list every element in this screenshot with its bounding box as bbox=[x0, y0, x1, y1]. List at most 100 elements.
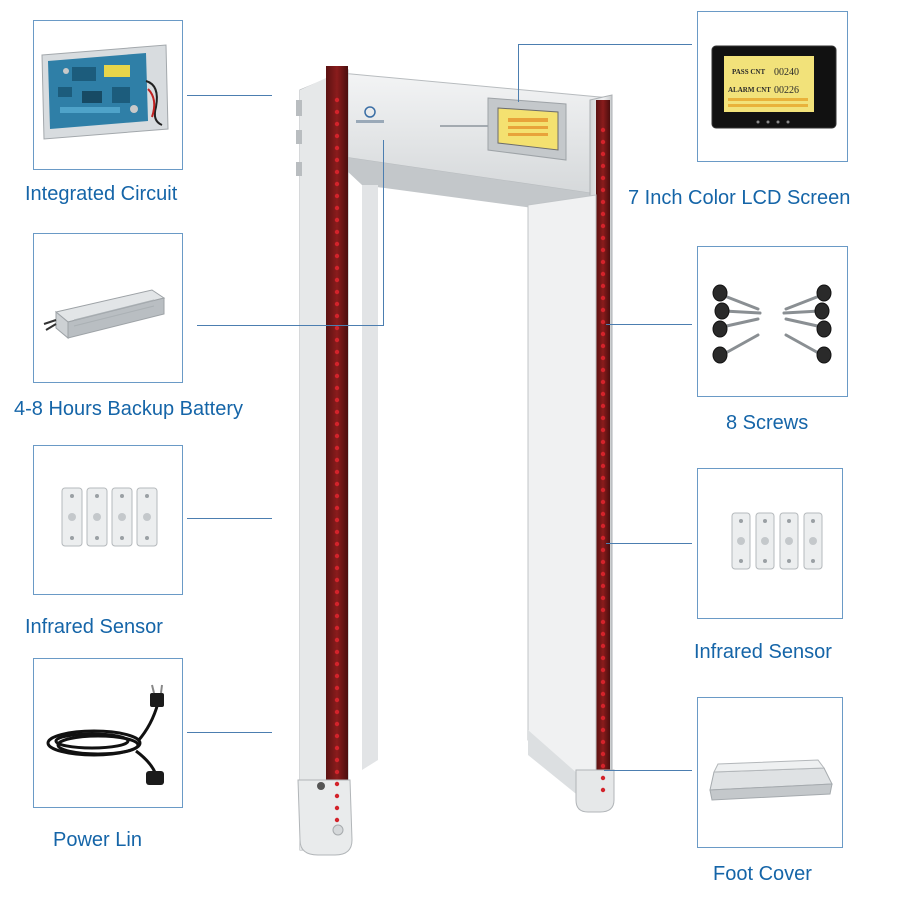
led-dot bbox=[600, 223, 606, 229]
led-dot bbox=[334, 193, 340, 199]
screws-panel bbox=[697, 246, 848, 397]
led-dot bbox=[334, 421, 340, 427]
led-dot bbox=[334, 493, 340, 499]
led-dot bbox=[334, 277, 340, 283]
led-dot bbox=[600, 283, 606, 289]
led-dot bbox=[334, 361, 340, 367]
led-dot bbox=[600, 607, 606, 613]
led-dot bbox=[600, 235, 606, 241]
led-dot bbox=[334, 769, 340, 775]
led-dot bbox=[600, 559, 606, 565]
infrared-sensor-panel-right bbox=[697, 468, 843, 619]
led-dot bbox=[334, 697, 340, 703]
led-dot bbox=[600, 775, 606, 781]
power-line-label: Power Lin bbox=[53, 829, 142, 851]
led-dot bbox=[334, 637, 340, 643]
led-dot bbox=[334, 793, 340, 799]
led-dot bbox=[334, 565, 340, 571]
led-dot bbox=[334, 169, 340, 175]
power-line-panel bbox=[33, 658, 183, 808]
led-dot bbox=[600, 343, 606, 349]
led-dot bbox=[334, 229, 340, 235]
led-dot bbox=[600, 391, 606, 397]
led-dot bbox=[600, 463, 606, 469]
led-dot bbox=[600, 127, 606, 133]
led-dot bbox=[334, 721, 340, 727]
infrared-sensor-icon bbox=[61, 487, 158, 547]
led-dot bbox=[334, 541, 340, 547]
circuit-board-icon bbox=[41, 44, 169, 140]
power-cord-icon bbox=[46, 684, 164, 785]
led-dot bbox=[334, 313, 340, 319]
led-dot bbox=[334, 289, 340, 295]
screws-label: 8 Screws bbox=[726, 412, 809, 434]
led-dot bbox=[334, 145, 340, 151]
leader-line-screws bbox=[606, 324, 692, 325]
led-dot bbox=[600, 367, 606, 373]
led-dot bbox=[600, 499, 606, 505]
led-dot bbox=[600, 415, 606, 421]
led-dot bbox=[334, 529, 340, 535]
led-dot bbox=[334, 553, 340, 559]
led-dot bbox=[334, 121, 340, 127]
leader-line-lcd-screen bbox=[518, 44, 692, 45]
integrated-circuit-panel bbox=[33, 20, 183, 170]
backup-battery-label: 4-8 Hours Backup Battery bbox=[14, 398, 243, 420]
led-dot bbox=[600, 763, 606, 769]
led-dot bbox=[334, 625, 340, 631]
backup-battery-panel bbox=[33, 233, 183, 383]
lcd-screen-icon: PASS CNT 00240 ALARM CNT 00226 bbox=[711, 45, 837, 129]
led-dot bbox=[600, 451, 606, 457]
led-dot bbox=[334, 205, 340, 211]
battery-icon bbox=[43, 289, 166, 340]
led-dot bbox=[600, 427, 606, 433]
led-dot bbox=[334, 373, 340, 379]
led-dot bbox=[600, 523, 606, 529]
led-dot bbox=[600, 307, 606, 313]
led-dot bbox=[600, 787, 606, 793]
led-dot bbox=[600, 715, 606, 721]
led-dot bbox=[600, 583, 606, 589]
led-dot bbox=[600, 643, 606, 649]
led-indicator-strip-left bbox=[334, 97, 340, 823]
lcd-screen-panel: PASS CNT 00240 ALARM CNT 00226 bbox=[697, 11, 848, 162]
led-dot bbox=[600, 199, 606, 205]
led-dot bbox=[334, 613, 340, 619]
led-dot bbox=[334, 445, 340, 451]
led-dot bbox=[334, 661, 340, 667]
led-dot bbox=[334, 265, 340, 271]
led-dot bbox=[334, 781, 340, 787]
foot-cover-panel bbox=[697, 697, 843, 848]
infrared-sensor-panel-left bbox=[33, 445, 183, 595]
screws-icon bbox=[712, 284, 832, 364]
led-dot bbox=[600, 295, 606, 301]
led-dot bbox=[600, 151, 606, 157]
led-dot bbox=[600, 175, 606, 181]
led-dot bbox=[600, 475, 606, 481]
led-dot bbox=[334, 805, 340, 811]
led-indicator-strip-right bbox=[600, 127, 606, 793]
led-dot bbox=[334, 649, 340, 655]
led-dot bbox=[600, 691, 606, 697]
led-dot bbox=[600, 727, 606, 733]
led-dot bbox=[600, 319, 606, 325]
led-dot bbox=[334, 109, 340, 115]
led-dot bbox=[600, 259, 606, 265]
led-dot bbox=[334, 505, 340, 511]
leader-line-backup-battery bbox=[197, 325, 384, 326]
led-dot bbox=[600, 547, 606, 553]
led-dot bbox=[334, 601, 340, 607]
led-dot bbox=[600, 619, 606, 625]
led-dot bbox=[600, 355, 606, 361]
led-dot bbox=[334, 397, 340, 403]
foot-cover-label: Foot Cover bbox=[713, 863, 812, 885]
led-dot bbox=[600, 211, 606, 217]
led-dot bbox=[334, 817, 340, 823]
infrared-sensor-label-left: Infrared Sensor bbox=[25, 616, 163, 638]
leader-line-foot-cover bbox=[604, 770, 692, 771]
led-dot bbox=[334, 673, 340, 679]
led-dot bbox=[600, 535, 606, 541]
led-dot bbox=[600, 571, 606, 577]
lcd-pass-count-value: 00240 bbox=[774, 67, 799, 78]
led-dot bbox=[600, 631, 606, 637]
